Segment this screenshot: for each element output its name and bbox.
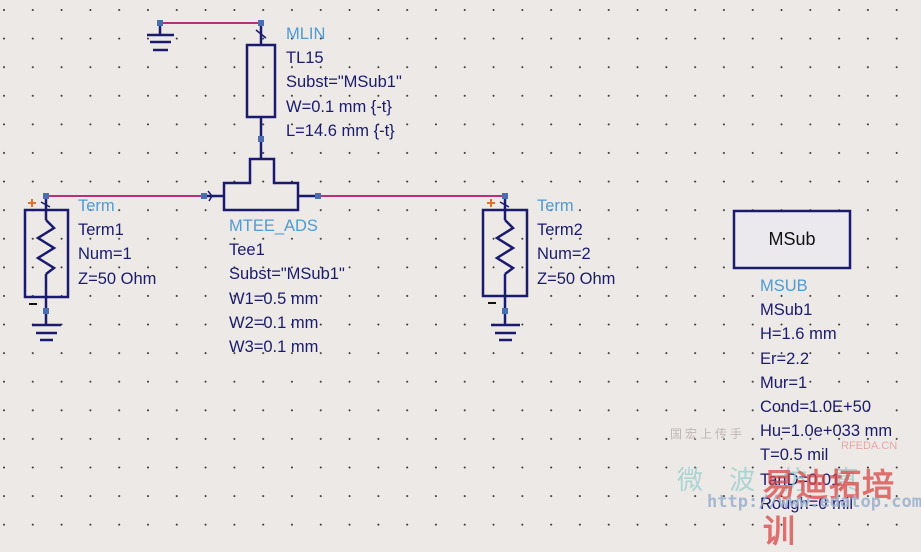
component-name: MSub1 — [760, 301, 813, 320]
pin — [157, 20, 163, 26]
component-name: Term2 — [537, 221, 583, 240]
component-param: W3=0.1 mm — [229, 337, 319, 356]
component-type: MSUB — [760, 277, 808, 295]
component-param: H=1.6 mm — [760, 325, 837, 344]
pin — [502, 308, 508, 314]
component-param: W2=0.1 mm — [229, 313, 319, 332]
msub-labels: MSUB MSub1 H=1.6 mm Er=2.2 Mur=1 Cond=1.… — [760, 274, 892, 516]
component-param: Z=50 Ohm — [537, 269, 616, 288]
component-type: Term — [78, 197, 115, 215]
schematic-canvas[interactable] — [0, 0, 921, 516]
term1-symbol[interactable] — [23, 196, 70, 342]
component-param: T=0.5 mil — [760, 446, 829, 465]
component-param: Cond=1.0E+50 — [760, 397, 872, 416]
component-param: W=0.1 mm {-t} — [286, 97, 392, 116]
component-param: Subst="MSub1" — [229, 265, 345, 284]
pins — [43, 20, 508, 314]
component-param: Num=2 — [537, 245, 591, 264]
component-param: Er=2.2 — [760, 349, 810, 368]
pin — [201, 193, 207, 199]
msub-box[interactable] — [732, 209, 852, 270]
component-param: W1=0.5 mm — [229, 289, 319, 308]
pin — [43, 308, 49, 314]
component-type: MLIN — [286, 25, 326, 43]
component-param: Hu=1.0e+033 mm — [760, 422, 893, 441]
pin — [315, 193, 321, 199]
pin — [258, 136, 264, 142]
component-param: Subst="MSub1" — [286, 73, 402, 92]
component-param: TanD=0.01 — [760, 470, 841, 489]
component-param: Mur=1 — [760, 373, 808, 392]
component-type: Term — [537, 197, 574, 215]
tee-labels: MTEE_ADS Tee1 Subst="MSub1" W1=0.5 mm W2… — [229, 214, 345, 359]
pin — [43, 193, 49, 199]
component-type: MTEE_ADS — [229, 217, 318, 235]
component-param: Num=1 — [78, 245, 132, 264]
component-param: L=14.6 mm {-t} — [286, 121, 395, 140]
component-param: Rough=0 mil — [760, 494, 854, 513]
pin — [258, 20, 264, 26]
term2-labels: Term Term2 Num=2 Z=50 Ohm — [537, 194, 615, 291]
wires — [46, 22, 505, 197]
msub-box-label: MSub — [768, 229, 816, 249]
resistor-zigzag — [35, 219, 57, 275]
component-name: Term1 — [78, 221, 124, 240]
component-param: Z=50 Ohm — [78, 269, 157, 288]
component-name: TL15 — [286, 49, 324, 68]
term2-symbol[interactable] — [481, 196, 529, 342]
component-name: Tee1 — [229, 241, 265, 260]
mlin-labels: MLIN TL15 Subst="MSub1" W=0.1 mm {-t} L=… — [286, 22, 402, 143]
plus-sign-term2 — [487, 199, 495, 207]
ground-top[interactable] — [147, 23, 174, 52]
pin — [502, 193, 508, 199]
pin-tick — [255, 29, 267, 39]
mtee-tee1[interactable] — [204, 157, 318, 212]
term1-labels: Term Term1 Num=1 Z=50 Ohm — [78, 194, 156, 291]
plus-sign-term1 — [28, 199, 36, 207]
resistor-zigzag — [494, 219, 516, 275]
